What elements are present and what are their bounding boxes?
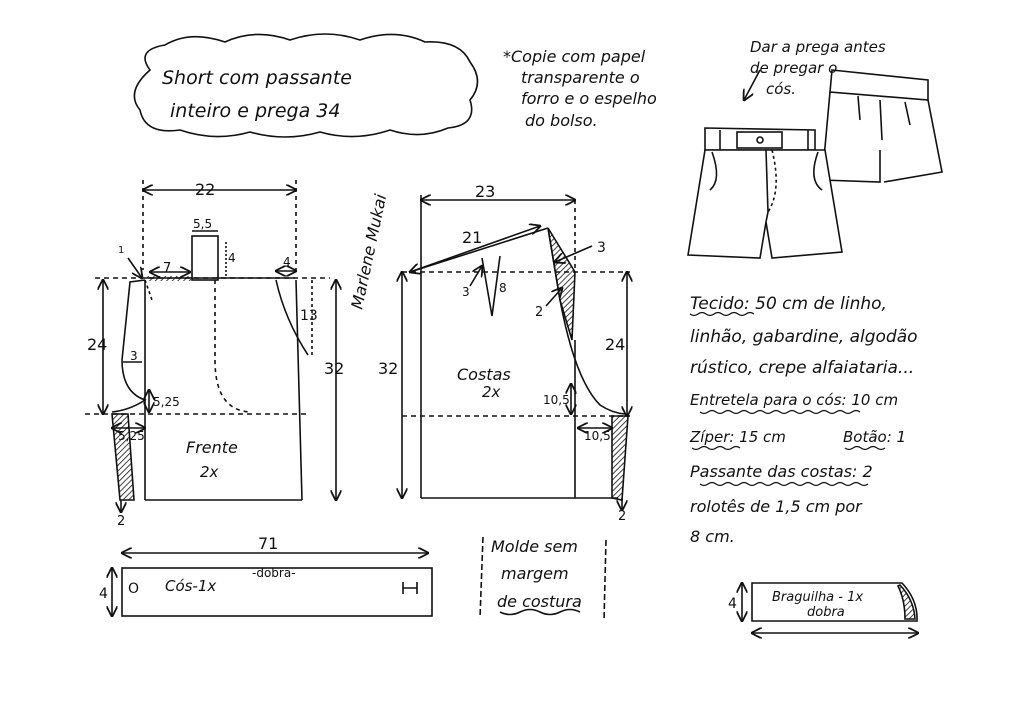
copy-note-line-4: do bolso.	[525, 111, 598, 130]
fabric-line-1: Tecido: 50 cm de linho,	[690, 294, 887, 314]
waistband-buttonhole	[402, 582, 418, 594]
back-dart-len-label: 8	[499, 281, 507, 295]
fabric-line-4: Entretela para o cós: 10 cm	[690, 391, 898, 409]
fabric-line-5b: Botão: 1	[843, 428, 906, 446]
title-line-1: Short com passante	[162, 67, 352, 89]
sketch-note-line-3: cós.	[766, 80, 796, 98]
front-hem-label: 2	[117, 514, 125, 529]
back-qty: 2x	[482, 383, 501, 401]
back-width-label: 23	[475, 182, 495, 201]
front-label: Frente	[186, 438, 238, 457]
front-qty: 2x	[200, 463, 219, 481]
front-crotch-label: 5,25	[118, 429, 145, 443]
fabric-notes: Tecido: 50 cm de linho, linhão, gabardin…	[689, 294, 918, 546]
sketch-note-line-2: de pregar o	[750, 59, 837, 77]
front-crotch-hatch	[111, 413, 135, 501]
fabric-line-6: Passante das costas: 2	[690, 462, 873, 481]
fly-fold-label: dobra	[807, 605, 845, 620]
front-right-curve-label: 13	[300, 308, 318, 324]
back-dart-left-label: 3	[462, 285, 470, 299]
back-crotch-depth-label: 10,5	[543, 393, 570, 407]
no-seam-line-3: de costura	[497, 592, 582, 611]
copy-note-line-1: *Copie com papel	[503, 47, 646, 66]
no-seam-line-2: margem	[501, 564, 569, 583]
copy-note-line-3: forro e o espelho	[521, 89, 657, 108]
sketch-note-line-1: Dar a prega antes	[750, 38, 886, 56]
copy-note-line-2: transparente o	[521, 68, 640, 87]
title-line-2: inteiro e prega 34	[170, 100, 340, 122]
shorts-back-view	[821, 69, 943, 183]
shorts-front-view	[687, 127, 843, 259]
waistband-pattern: 71 -dobra- Cós-1x O 4	[99, 534, 433, 617]
waistband-height-label: 4	[99, 586, 108, 602]
signature: Marlene Mukai	[347, 192, 390, 311]
front-length-label: 32	[324, 359, 344, 378]
back-hem-label: 2	[618, 509, 626, 524]
back-dart-side-label: 2	[535, 305, 543, 320]
fabric-line-5a: Zíper: 15 cm	[689, 428, 786, 446]
back-dart-span-label: 21	[462, 228, 482, 247]
front-tab-width-label: 5,5	[193, 217, 212, 231]
front-width-label: 22	[195, 180, 215, 199]
front-rise-label: 24	[87, 335, 107, 354]
fabric-line-7: rolotês de 1,5 cm por	[690, 497, 863, 516]
waistband-button-mark: O	[128, 581, 139, 597]
back-dart-top-label: 3	[597, 240, 606, 256]
fly-shape	[751, 582, 918, 622]
waistband-length-label: 71	[258, 534, 278, 553]
back-rise-label: 24	[605, 335, 625, 354]
copy-note: *Copie com papel transparente o forro e …	[503, 47, 657, 130]
back-side-hatch	[547, 227, 576, 341]
front-curve-in-label: 3	[130, 349, 138, 363]
fabric-line-8: 8 cm.	[690, 527, 735, 546]
front-right-top-label: 4	[283, 255, 291, 269]
back-label: Costas	[457, 365, 511, 384]
front-tab-height-label: 4	[228, 251, 236, 265]
front-top-small-label: 1	[118, 245, 124, 256]
back-length-label: 32	[378, 359, 398, 378]
back-crotch-hatch	[611, 415, 629, 501]
shorts-sketch: Dar a prega antes de pregar o cós.	[687, 38, 943, 259]
back-crotch-label: 10,5	[584, 429, 611, 443]
front-pleat-tab	[191, 235, 219, 281]
back-dart	[481, 255, 501, 317]
front-crotch-depth-label: 5,25	[153, 395, 180, 409]
waistband-rect	[121, 567, 433, 617]
fly-label: Braguilha - 1x	[772, 590, 863, 605]
front-pleat-offset-label: 7	[163, 261, 171, 276]
fabric-line-2: linhão, gabardine, algodão	[690, 327, 918, 347]
waistband-fold-label: -dobra-	[252, 566, 296, 580]
fabric-line-3: rústico, crepe alfaiataria...	[690, 358, 914, 378]
no-seam-line-1: Molde sem	[491, 537, 578, 556]
no-seam-box: Molde sem margem de costura	[479, 536, 607, 621]
fly-height-label: 4	[728, 596, 737, 612]
fly-hatch	[896, 584, 916, 620]
fly-pattern: Braguilha - 1x dobra 4	[728, 583, 918, 633]
front-waist-hatch	[147, 276, 191, 281]
title-cloud: Short com passante inteiro e prega 34	[133, 33, 479, 138]
back-pattern: 23 21 3 8 3 2 32 24 10,5 10,5 2 Costas 2…	[378, 182, 630, 524]
waistband-label: Cós-1x	[165, 577, 216, 595]
front-pattern: 22 5,5 4 7 4 1 24 3	[85, 180, 344, 529]
